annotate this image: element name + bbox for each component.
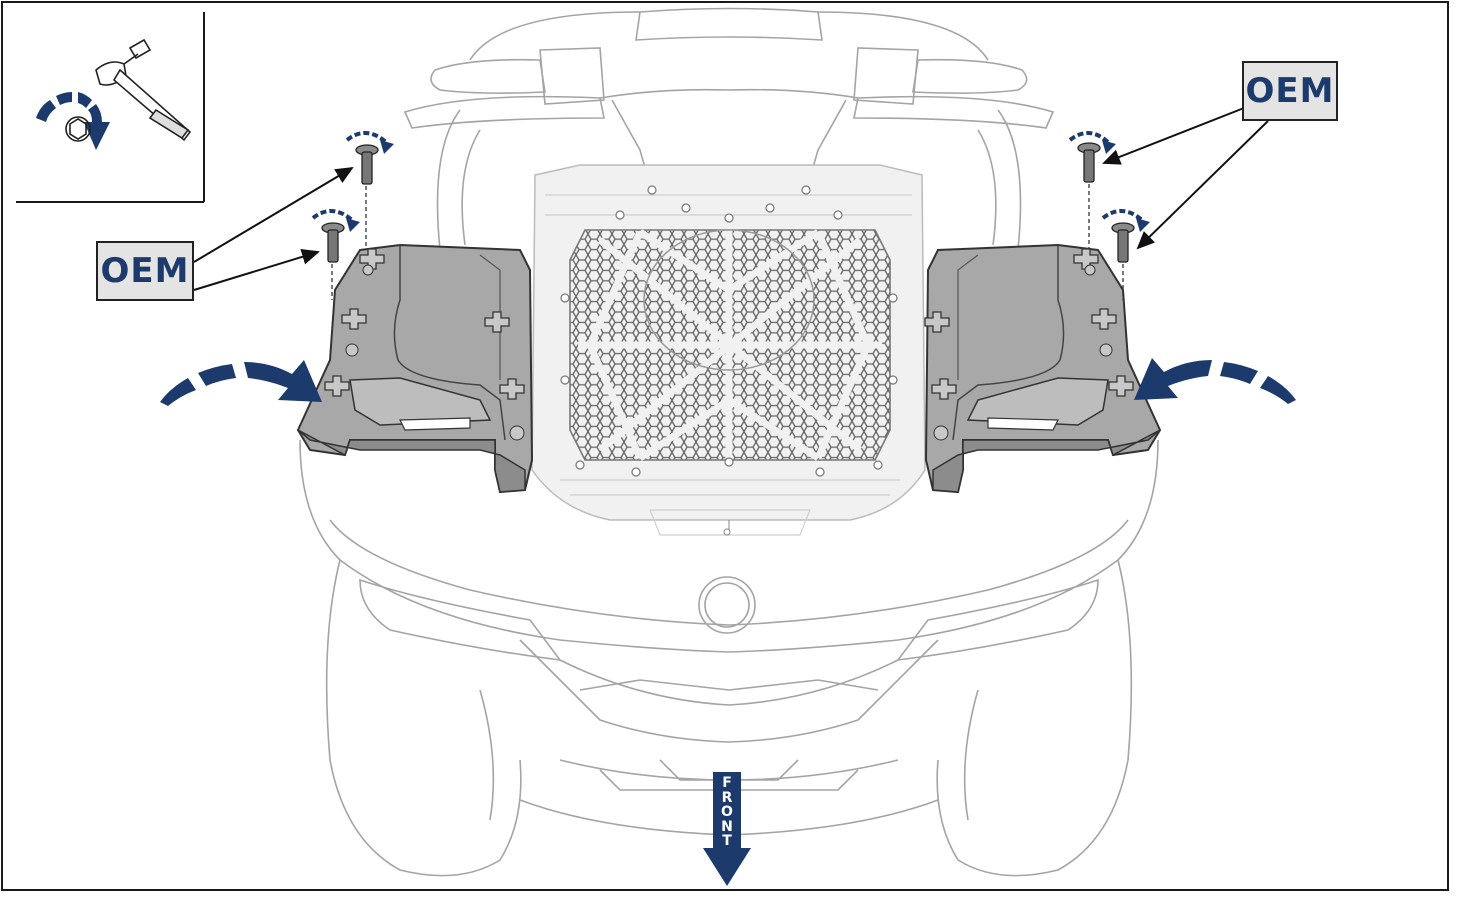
left-rack-extension <box>296 243 534 494</box>
front-direction-label: FRONT <box>721 775 733 849</box>
oem-callout-right-text: OEM <box>1245 71 1335 111</box>
oem-callout-left-text: OEM <box>100 251 190 291</box>
screw-icon <box>355 144 379 250</box>
rotate-clockwise-icon <box>36 92 110 150</box>
center-rack <box>531 164 926 536</box>
oem-callout-right: OEM <box>1242 61 1338 121</box>
screw-icon <box>321 222 345 300</box>
oem-callout-left: OEM <box>96 241 194 301</box>
right-rack-extension <box>924 243 1162 494</box>
rotation-arrow-icon <box>160 360 322 406</box>
front-arrow-icon <box>703 772 751 886</box>
tool-inset <box>16 12 205 203</box>
screw-icon <box>1077 142 1101 248</box>
screw-icon <box>1111 222 1135 300</box>
ratchet-wrench-icon <box>95 38 192 142</box>
rotation-arrow-icon <box>1134 358 1296 404</box>
rotate-clockwise-icon <box>311 131 1144 222</box>
